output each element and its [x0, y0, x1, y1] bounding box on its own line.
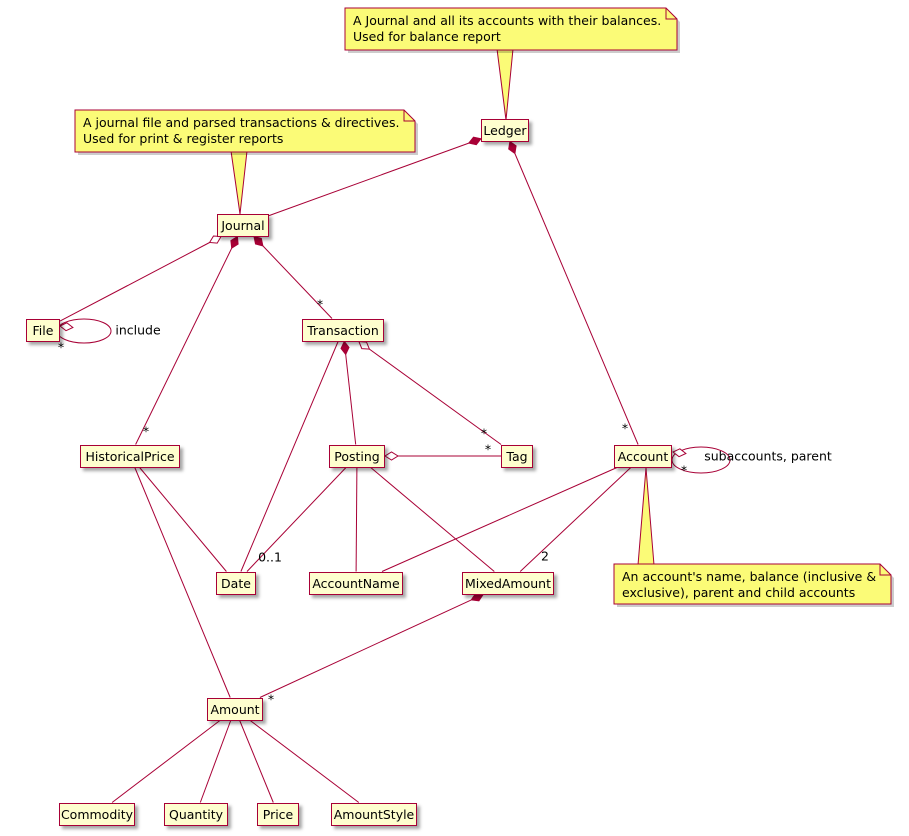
class-node-account: Account: [614, 444, 672, 468]
multiplicity-label: *: [316, 296, 324, 312]
multiplicity-label: *: [621, 420, 629, 436]
edge-posting-accountname: [355, 467, 358, 572]
edge-ledger-journal: [268, 142, 469, 217]
relation-label: subaccounts, parent: [704, 448, 832, 464]
class-node-quantity: Quantity: [164, 802, 228, 826]
note-journal-text: A journal file and parsed transactions &…: [83, 115, 400, 146]
class-node-journal: Journal: [217, 213, 269, 237]
class-node-price: Price: [257, 802, 299, 826]
edge-journal-historicalprice: [135, 247, 233, 445]
class-node-mixedamount: MixedAmount: [462, 571, 554, 595]
edge-journal-file: [59, 242, 210, 322]
class-node-commodity: Commodity: [59, 802, 135, 826]
class-node-amountstyle: AmountStyle: [331, 802, 417, 826]
edge-amount-quantity: [199, 720, 232, 803]
edge-journal-transaction: [262, 245, 333, 319]
multiplicity-label: *: [57, 339, 65, 355]
edge-transaction-tag: [369, 348, 502, 445]
note-ledger-fold-icon: [665, 8, 677, 20]
note-account-pointer: [637, 467, 655, 566]
composition-diamond-transaction: [340, 340, 350, 356]
multiplicity-label: *: [680, 462, 688, 478]
class-node-accountname: AccountName: [309, 571, 403, 595]
note-ledger-shape: [344, 7, 678, 51]
edge-amount-price: [239, 720, 274, 803]
edge-amount-amountstyle: [249, 720, 360, 803]
edge-account-accountname: [381, 467, 618, 572]
composition-diamond-mixedamount: [470, 593, 484, 602]
edge-ledger-account: [514, 153, 639, 445]
aggregation-diamond-file-self: [59, 322, 74, 332]
multiplicity-label: *: [480, 425, 488, 441]
note-ledger-text: A Journal and all its accounts with thei…: [353, 13, 662, 44]
self-loop-file: [56, 318, 112, 344]
edge-amount-commodity: [111, 720, 221, 803]
aggregation-diamond-account-self: [672, 448, 687, 458]
class-node-transaction: Transaction: [302, 318, 384, 342]
note-ledger-pointer: [496, 48, 514, 121]
note-account-text: An account's name, balance (inclusive & …: [622, 569, 877, 600]
class-node-amount: Amount: [207, 697, 263, 721]
edge-historicalprice-date: [139, 467, 227, 572]
note-journal-shape: [74, 109, 416, 153]
class-node-historicalprice: HistoricalPrice: [80, 444, 180, 468]
edge-account-mixedamount: [519, 467, 632, 572]
edge-posting-mixedamount: [370, 467, 495, 572]
multiplicity-label: *: [142, 423, 150, 439]
edge-mixedamount-amount: [259, 599, 472, 698]
note-journal-pointer: [230, 150, 248, 215]
composition-diamond-ledger: [467, 136, 482, 146]
aggregation-diamond-posting: [384, 451, 399, 461]
class-node-ledger: Ledger: [481, 118, 529, 142]
edge-posting-date: [246, 467, 347, 572]
note-journal-fold-icon: [403, 110, 415, 122]
self-loop-account: [671, 446, 731, 474]
multiplicity-label: 0..1: [258, 549, 282, 565]
multiplicity-label: 2: [541, 548, 549, 564]
class-node-date: Date: [216, 571, 256, 595]
edge-historicalprice-amount: [134, 467, 231, 698]
edge-transaction-posting: [345, 354, 357, 445]
relation-label: include: [115, 322, 161, 338]
edge-transaction-date: [240, 341, 339, 572]
class-node-posting: Posting: [329, 444, 385, 468]
multiplicity-label: *: [484, 441, 492, 457]
multiplicity-label: *: [267, 691, 275, 707]
class-node-file: File: [26, 318, 60, 342]
note-account-shape: [613, 563, 892, 605]
class-node-tag: Tag: [501, 444, 533, 468]
aggregation-diamond-journal: [208, 235, 222, 244]
composition-diamond-journal: [230, 235, 239, 250]
composition-diamond-ledger: [508, 140, 517, 155]
composition-diamond-journal: [253, 235, 264, 247]
aggregation-diamond-transaction: [358, 340, 371, 350]
note-account-fold-icon: [879, 564, 891, 576]
